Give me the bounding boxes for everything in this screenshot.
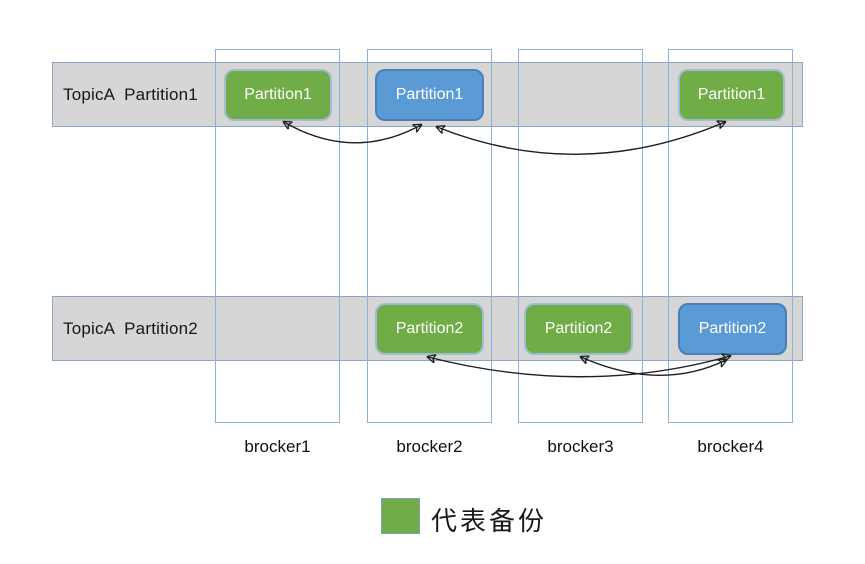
partition-box-label: Partition2 bbox=[544, 320, 613, 337]
broker-column-1 bbox=[215, 49, 340, 423]
broker-label-4: brocker4 bbox=[697, 437, 764, 456]
partition-box-row2-broker2: Partition2 bbox=[375, 303, 484, 355]
legend-label: 代表备份 bbox=[431, 507, 548, 536]
topic-label-partition2: TopicA Partition2 bbox=[63, 318, 198, 338]
broker-label-2: brocker2 bbox=[396, 437, 463, 456]
partition-box-row2-broker3: Partition2 bbox=[524, 303, 633, 355]
partition-box-label: Partition2 bbox=[395, 320, 464, 337]
partition-box-row1-broker1: Partition1 bbox=[224, 69, 332, 121]
partition-box-row1-broker4: Partition1 bbox=[678, 69, 785, 121]
topic-label-partition1: TopicA Partition1 bbox=[63, 84, 198, 104]
legend-green-swatch bbox=[381, 498, 420, 534]
broker-column-4 bbox=[668, 49, 793, 423]
broker-label-1: brocker1 bbox=[244, 437, 311, 456]
broker-column-2 bbox=[367, 49, 492, 423]
broker-label-3: brocker3 bbox=[547, 437, 614, 456]
broker-column-3 bbox=[518, 49, 643, 423]
partition-box-label: Partition1 bbox=[395, 86, 464, 103]
partition-box-label: Partition1 bbox=[244, 86, 312, 103]
partition-box-label: Partition1 bbox=[697, 86, 766, 103]
partition-box-row2-broker4: Partition2 bbox=[678, 303, 787, 355]
partition-box-row1-broker2: Partition1 bbox=[375, 69, 484, 121]
partition-box-label: Partition2 bbox=[698, 320, 767, 337]
